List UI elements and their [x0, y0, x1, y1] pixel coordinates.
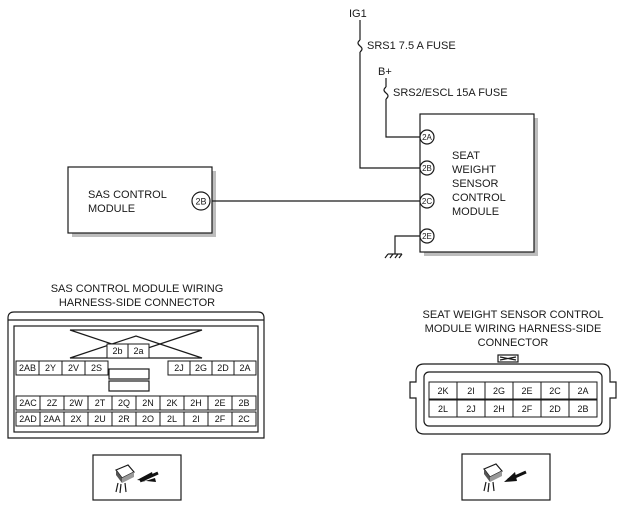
pin-cell [233, 360, 257, 376]
sws-module-line4: CONTROL [452, 192, 506, 204]
sas-connector-title1: SAS CONTROL MODULE WIRING [51, 283, 224, 295]
sws-module-box [419, 113, 535, 253]
sws-connector [409, 354, 617, 435]
pin-label: 2W [69, 398, 83, 408]
sws-terminal-2a-label: 2A [422, 133, 432, 142]
fuse2-symbol [383, 86, 389, 100]
pin-label: 2Y [45, 363, 56, 373]
ig1-to-2b-wire [359, 52, 420, 169]
pin-label: 2U [94, 414, 106, 424]
sws-module-line3: SENSOR [452, 178, 499, 190]
pin-label: 2I [192, 414, 200, 424]
pin-label: 2C [549, 386, 561, 396]
pin-cell [231, 395, 257, 411]
pin-label: 2L [438, 404, 448, 414]
sas-connector-title2: HARNESS-SIDE CONNECTOR [59, 297, 215, 309]
pin-label: 2A [239, 363, 250, 373]
sas-module-box [67, 166, 213, 234]
sas-terminal-label: 2B [195, 197, 206, 207]
sas-module-line1: SAS CONTROL [88, 189, 167, 201]
pin-label: 2Z [47, 398, 58, 408]
pin-label: 2J [174, 363, 184, 373]
pin-label: 2D [549, 404, 561, 414]
pin-label: 2H [190, 398, 202, 408]
connector-view-icon [461, 453, 551, 501]
pin-label: 2V [68, 363, 79, 373]
pin-label: 2a [133, 346, 143, 356]
ground-icon [384, 253, 403, 259]
pin-label: 2A [577, 386, 588, 396]
pin-label: 2L [167, 414, 177, 424]
pin-label: 2J [466, 404, 476, 414]
pin-label: 2AD [19, 414, 37, 424]
pin-label: 2AC [19, 398, 37, 408]
pin-cell [568, 381, 598, 400]
fuse1-label: SRS1 7.5 A FUSE [367, 40, 456, 52]
sws-module-line2: WEIGHT [452, 164, 496, 176]
sws-terminal-2c [419, 193, 435, 209]
sws-connector-title1: SEAT WEIGHT SENSOR CONTROL [423, 309, 604, 321]
fuse2-label: SRS2/ESCL 15A FUSE [393, 87, 508, 99]
sas-terminal-circle [191, 191, 211, 211]
sws-terminal-2e-label: 2E [422, 232, 432, 241]
sws-terminal-2c-label: 2C [422, 197, 432, 206]
pin-label: 2E [214, 398, 225, 408]
pin-label: 2T [95, 398, 106, 408]
pin-label: 2I [467, 386, 475, 396]
pin-label: 2S [91, 363, 102, 373]
pin-label: 2N [142, 398, 154, 408]
pin-label: 2F [522, 404, 533, 414]
pin-label: 2B [238, 398, 249, 408]
pin-cell [84, 360, 109, 376]
pin-cell [231, 411, 257, 427]
sws-module-line5: MODULE [452, 206, 499, 218]
pin-label: 2b [112, 346, 122, 356]
sws-terminal-2a [419, 129, 435, 145]
pin-label: 2K [166, 398, 177, 408]
sws-connector-title3: CONNECTOR [478, 337, 549, 349]
ig1-label: IG1 [349, 8, 367, 20]
pin-label: 2K [437, 386, 448, 396]
pin-cell [568, 399, 598, 418]
pin-label: 2AA [43, 414, 60, 424]
sws-terminal-2b [419, 160, 435, 176]
sws-connector-title2: MODULE WIRING HARNESS-SIDE [425, 323, 602, 335]
bplus-to-2a-wire [385, 99, 420, 138]
pin-label: 2R [118, 414, 130, 424]
pin-label: 2E [521, 386, 532, 396]
ground-wire [394, 235, 420, 254]
fuse1-symbol [357, 39, 363, 53]
pin-label: 2H [493, 404, 505, 414]
pin-label: 2Q [118, 398, 130, 408]
sws-module-line1: SEAT [452, 150, 480, 162]
pin-label: 2G [195, 363, 207, 373]
pin-label: 2D [217, 363, 229, 373]
pin-label: 2G [493, 386, 505, 396]
pin-label: 2C [238, 414, 250, 424]
pin-label: 2X [70, 414, 81, 424]
connector-view-icon [92, 454, 182, 501]
sws-terminal-2b-label: 2B [422, 164, 432, 173]
pin-label: 2AB [19, 363, 36, 373]
sas-module-line2: MODULE [88, 203, 135, 215]
pin-label: 2F [215, 414, 226, 424]
bplus-label: B+ [378, 66, 392, 78]
pin-cell [127, 343, 150, 359]
pin-label: 2B [577, 404, 588, 414]
pin-label: 2O [142, 414, 154, 424]
